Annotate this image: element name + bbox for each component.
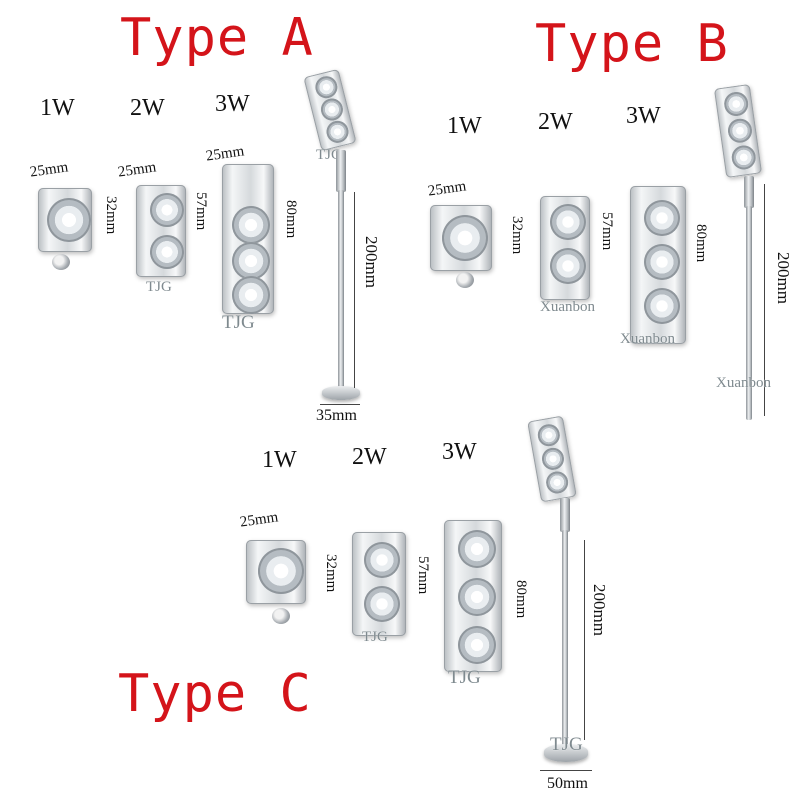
lens-icon bbox=[458, 530, 496, 568]
type-c-pole-watermark: TJG bbox=[550, 734, 583, 755]
type-c-1w-lamp bbox=[246, 540, 306, 604]
type-c-base-width: 50mm bbox=[547, 775, 588, 792]
type-b-pole-joint bbox=[744, 176, 754, 208]
swivel-mount-icon bbox=[52, 254, 70, 270]
type-c-3w-watermark: TJG bbox=[448, 667, 481, 688]
lens-icon bbox=[540, 446, 566, 472]
type-a-2w-width: 25mm bbox=[117, 159, 158, 181]
type-c-2w-lamp bbox=[352, 532, 406, 636]
type-a-3w-height: 80mm bbox=[283, 200, 299, 239]
swivel-mount-icon bbox=[456, 272, 474, 288]
type-a-pole-head bbox=[303, 68, 357, 152]
type-a-1w-height: 32mm bbox=[103, 196, 119, 235]
lens-icon bbox=[150, 235, 184, 269]
lens-icon bbox=[232, 276, 270, 314]
type-c-pole-head bbox=[527, 415, 577, 503]
type-c-1w-width: 25mm bbox=[239, 509, 280, 531]
lens-icon bbox=[232, 206, 270, 244]
lens-icon bbox=[550, 248, 586, 284]
lens-icon bbox=[442, 215, 488, 261]
type-b-2w-label: 2W bbox=[538, 109, 573, 135]
type-b-1w-height: 32mm bbox=[509, 216, 525, 255]
type-c-pole-dim-line bbox=[584, 540, 585, 740]
type-a-pole-watermark: TJG bbox=[316, 147, 342, 163]
type-b-pole-head bbox=[713, 83, 763, 179]
type-a-pole-joint bbox=[336, 150, 346, 192]
type-a-3w-watermark: TJG bbox=[222, 312, 255, 333]
lens-icon bbox=[458, 626, 496, 664]
lens-icon bbox=[722, 90, 750, 118]
lens-icon bbox=[644, 200, 680, 236]
type-a-2w-label: 2W bbox=[130, 95, 165, 121]
type-b-3w-label: 3W bbox=[626, 103, 661, 129]
type-a-base-dim-line bbox=[320, 404, 360, 405]
lens-icon bbox=[364, 586, 400, 622]
swivel-mount-icon bbox=[272, 608, 290, 624]
lens-icon bbox=[313, 73, 340, 101]
type-a-1w-lamp bbox=[38, 188, 92, 252]
type-c-1w-label: 1W bbox=[262, 447, 297, 473]
type-b-pole-height: 200mm bbox=[774, 252, 793, 304]
type-a-2w-lamp bbox=[136, 185, 186, 277]
type-c-3w-height: 80mm bbox=[513, 580, 529, 619]
type-b-1w-label: 1W bbox=[447, 113, 482, 139]
type-a-pole-height: 200mm bbox=[362, 236, 381, 288]
lens-icon bbox=[364, 542, 400, 578]
lens-icon bbox=[258, 548, 304, 594]
type-c-3w-lamp bbox=[444, 520, 502, 672]
type-a-2w-watermark: TJG bbox=[146, 279, 172, 295]
lens-icon bbox=[232, 242, 270, 280]
type-a-2w-height: 57mm bbox=[193, 192, 209, 231]
type-a-base-width: 35mm bbox=[316, 407, 357, 424]
type-b-1w-lamp bbox=[430, 205, 492, 271]
type-b-title: Type B bbox=[535, 14, 729, 74]
lens-icon bbox=[544, 469, 570, 496]
type-b-pole-watermark: Xuanbon bbox=[716, 375, 771, 391]
type-c-2w-label: 2W bbox=[352, 444, 387, 470]
type-b-3w-height: 80mm bbox=[693, 224, 709, 263]
type-a-pole-dim-line bbox=[354, 192, 355, 388]
type-b-1w-width: 25mm bbox=[427, 178, 468, 200]
type-b-2w-height: 57mm bbox=[599, 212, 615, 251]
type-a-pole bbox=[338, 190, 344, 390]
type-a-pole-base bbox=[322, 386, 360, 400]
lens-icon bbox=[324, 118, 351, 146]
type-b-2w-lamp bbox=[540, 196, 590, 300]
type-c-2w-height: 57mm bbox=[415, 556, 431, 595]
type-c-pole-height: 200mm bbox=[590, 584, 609, 636]
type-c-1w-height: 32mm bbox=[323, 554, 339, 593]
lens-icon bbox=[318, 96, 346, 123]
type-b-pole-dim-line bbox=[764, 184, 765, 416]
lens-icon bbox=[458, 578, 496, 616]
type-b-3w-lamp bbox=[630, 186, 686, 344]
type-b-pole bbox=[746, 206, 752, 420]
type-c-pole-joint bbox=[560, 498, 570, 532]
lens-icon bbox=[644, 244, 680, 280]
type-a-1w-width: 25mm bbox=[29, 159, 70, 181]
type-c-title: Type C bbox=[118, 664, 312, 724]
type-a-3w-width: 25mm bbox=[205, 143, 246, 165]
type-c-base-dim-line bbox=[540, 770, 592, 771]
lens-icon bbox=[536, 422, 562, 448]
type-a-1w-label: 1W bbox=[40, 95, 75, 121]
lens-icon bbox=[644, 288, 680, 324]
type-b-3w-watermark: Xuanbon bbox=[620, 331, 675, 347]
type-b-2w-watermark: Xuanbon bbox=[540, 299, 595, 315]
lens-icon bbox=[150, 193, 184, 227]
type-a-3w-lamp bbox=[222, 164, 274, 314]
lens-icon bbox=[726, 117, 754, 145]
lens-icon bbox=[730, 143, 758, 172]
type-c-2w-watermark: TJG bbox=[362, 629, 388, 645]
lens-icon bbox=[550, 204, 586, 240]
type-a-3w-label: 3W bbox=[215, 91, 250, 117]
type-a-title: Type A bbox=[120, 8, 314, 68]
type-c-pole-base bbox=[544, 744, 588, 762]
type-c-pole bbox=[562, 530, 568, 748]
lens-icon bbox=[47, 198, 91, 242]
type-c-3w-label: 3W bbox=[442, 439, 477, 465]
